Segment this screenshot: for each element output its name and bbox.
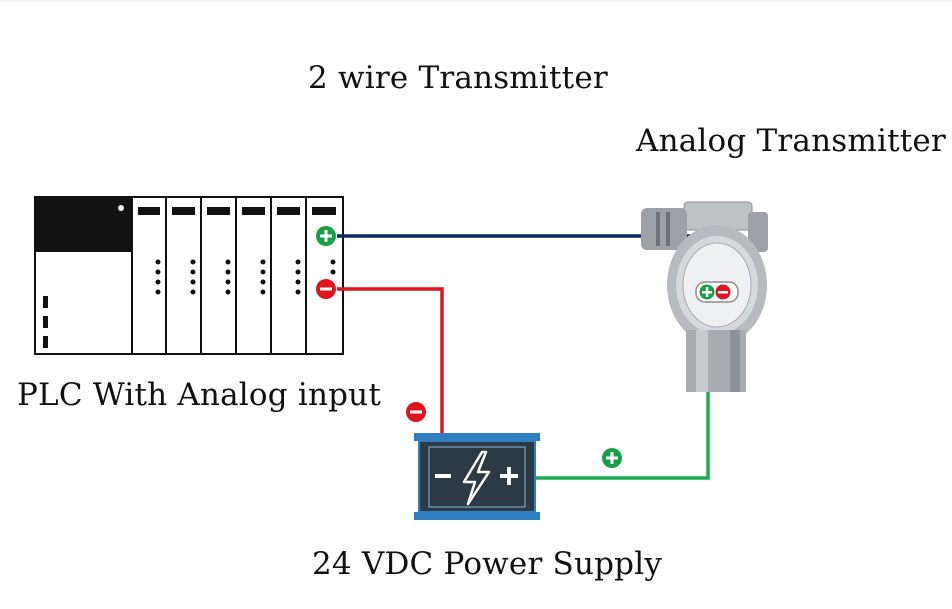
psu-positive-marker: [602, 448, 622, 468]
analog-transmitter: [641, 201, 768, 392]
power-supply: [414, 433, 540, 520]
plc-rack: [34, 196, 344, 355]
psu-negative-marker: [406, 402, 426, 422]
diagram-title: 2 wire Transmitter: [308, 60, 608, 96]
wire-plc-negative: [337, 287, 444, 436]
analog-transmitter-label: Analog Transmitter: [636, 123, 946, 159]
lightning-bolt-icon: [462, 450, 491, 506]
psu-plus-icon: [500, 467, 518, 485]
psu-minus-icon: [435, 474, 451, 478]
plc-cpu-block: [36, 198, 132, 252]
plc-label: PLC With Analog input: [17, 377, 381, 413]
plc-negative-terminal: [316, 279, 336, 299]
power-supply-label: 24 VDC Power Supply: [312, 546, 663, 582]
transmitter-positive-terminal: [699, 284, 715, 300]
transmitter-negative-terminal: [715, 284, 731, 300]
plc-positive-terminal: [316, 226, 336, 246]
